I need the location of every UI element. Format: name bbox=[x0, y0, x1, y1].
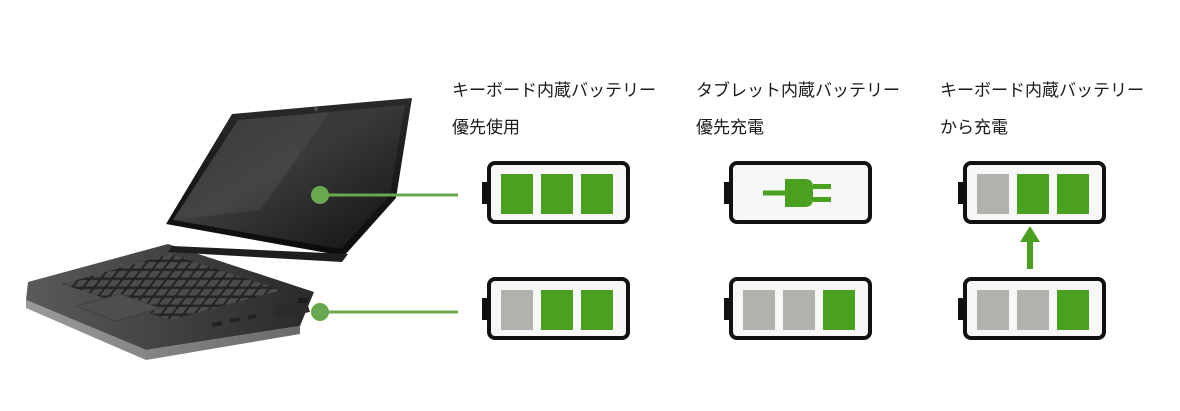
battery-cell-charged bbox=[541, 290, 573, 330]
batteries bbox=[482, 161, 1106, 340]
mode3-title-line1: キーボード内蔵バッテリー bbox=[940, 81, 1144, 101]
battery-terminal bbox=[482, 298, 491, 320]
tablet-illustration bbox=[166, 98, 412, 256]
plug-icon bbox=[763, 179, 831, 207]
battery-terminal bbox=[724, 298, 733, 320]
battery-cell-charged bbox=[581, 174, 613, 214]
battery-terminal bbox=[482, 182, 491, 204]
mode2-keyboard-battery bbox=[724, 277, 872, 340]
battery-cell-charged bbox=[823, 290, 855, 330]
battery-terminal bbox=[724, 182, 733, 204]
tablet-connector-dot bbox=[311, 186, 329, 204]
battery-cell-empty bbox=[977, 174, 1009, 214]
mode3-tablet-battery bbox=[958, 161, 1106, 224]
battery-cell-charged bbox=[541, 174, 573, 214]
mode1-keyboard-battery bbox=[482, 277, 630, 340]
battery-cell-charged bbox=[1057, 174, 1089, 214]
mode1-title-line1: キーボード内蔵バッテリー bbox=[452, 81, 656, 101]
battery-cell-charged bbox=[1057, 290, 1089, 330]
arrow-up-icon bbox=[1020, 226, 1040, 269]
battery-cell-empty bbox=[501, 290, 533, 330]
battery-cell-empty bbox=[743, 290, 775, 330]
mode3-keyboard-battery bbox=[958, 277, 1106, 340]
battery-cell-empty bbox=[783, 290, 815, 330]
mode1-tablet-battery bbox=[482, 161, 630, 224]
mode1-title-line2: 優先使用 bbox=[452, 118, 520, 138]
mode2-title-line2: 優先充電 bbox=[696, 118, 764, 138]
mode2-title-line1: タブレット内蔵バッテリー bbox=[696, 81, 900, 101]
keyboard-connector-dot bbox=[311, 303, 329, 321]
mode2-tablet-battery bbox=[724, 161, 872, 224]
battery-terminal bbox=[958, 298, 967, 320]
battery-cell-empty bbox=[1017, 290, 1049, 330]
connectors bbox=[311, 186, 458, 321]
mode3-title-line2: から充電 bbox=[940, 118, 1008, 138]
keyboard-illustration bbox=[26, 244, 348, 360]
battery-cell-charged bbox=[1017, 174, 1049, 214]
battery-cell-charged bbox=[581, 290, 613, 330]
battery-terminal bbox=[958, 182, 967, 204]
battery-cell-charged bbox=[501, 174, 533, 214]
battery-cell-empty bbox=[977, 290, 1009, 330]
